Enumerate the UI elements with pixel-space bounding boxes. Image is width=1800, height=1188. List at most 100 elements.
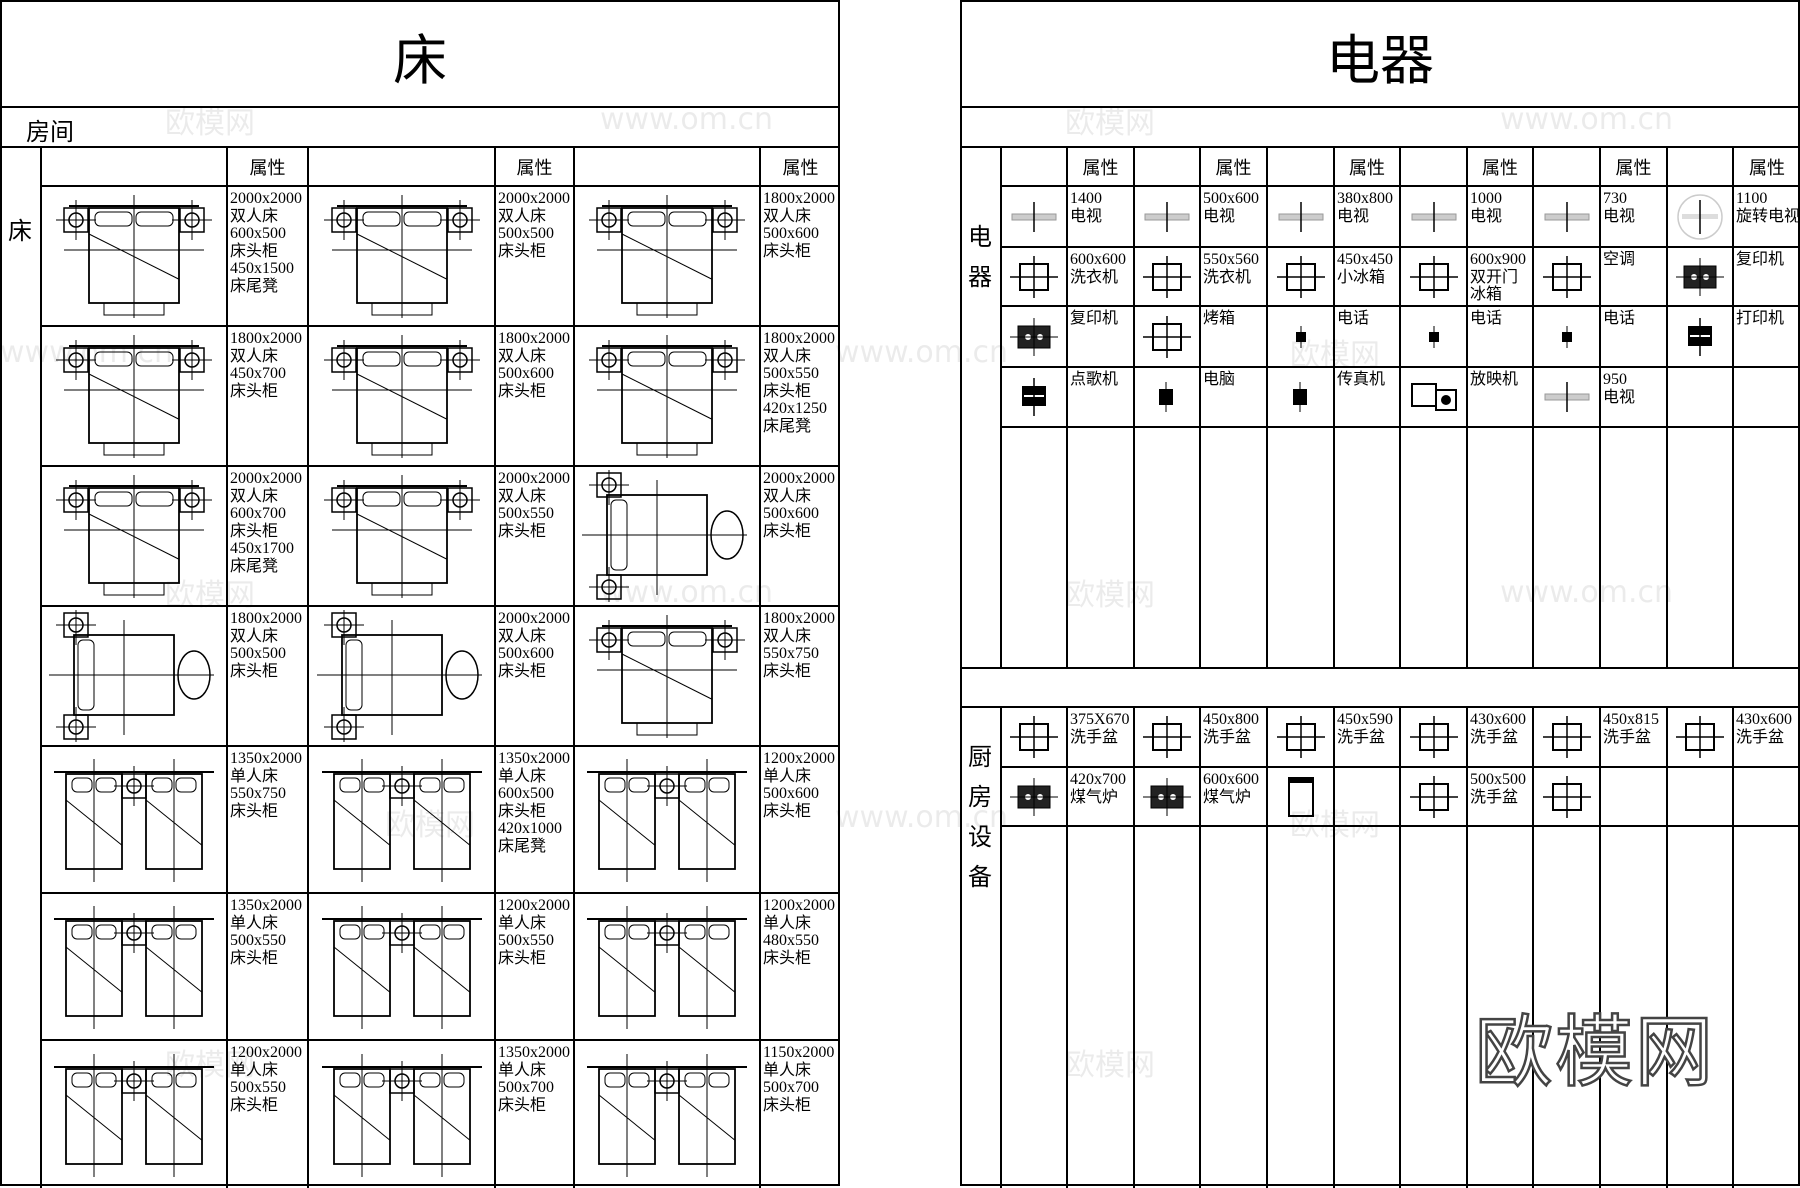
- attribute-line: 2000x2000: [763, 470, 835, 487]
- attr-header: 属性: [1482, 157, 1518, 178]
- copier-icon: [1010, 317, 1058, 356]
- attribute-line: 床头柜: [498, 1096, 547, 1114]
- grid-line: [1599, 146, 1601, 667]
- twin-bed-icon: [54, 1053, 214, 1177]
- appliances-icon-cell: [1401, 307, 1466, 366]
- attribute-line: 传真机: [1337, 371, 1386, 388]
- bed-icon-cell: [575, 327, 759, 465]
- attribute-line: 床头柜: [763, 662, 812, 680]
- attribute-line: 床头柜: [763, 522, 812, 540]
- attribute-line: 500x550: [498, 505, 554, 522]
- kitchen-icon-cell: [1135, 768, 1199, 825]
- attribute-line: 打印机: [1736, 310, 1785, 327]
- appliances-attributes: 电脑: [1201, 368, 1268, 426]
- grid-line: [226, 146, 228, 1188]
- tv-icon: [1544, 382, 1589, 412]
- bed-icon-cell: [42, 187, 226, 325]
- attribute-line: 电话: [1337, 310, 1370, 327]
- grid-line: [40, 185, 840, 187]
- computer-icon: [1159, 382, 1173, 412]
- grid-line: [1266, 706, 1268, 1188]
- bed-row-label: 床: [8, 219, 32, 245]
- attribute-line: 420x1250: [763, 400, 827, 417]
- attribute-line: 双人床: [230, 487, 279, 505]
- attribute-line: 600x700: [230, 505, 286, 522]
- attribute-line: 单人床: [498, 767, 547, 785]
- bed-icon-cell: [309, 1041, 494, 1188]
- attribute-line: 空调: [1603, 251, 1636, 268]
- attribute-line: 床头柜: [498, 802, 547, 820]
- attribute-line: 单人床: [230, 914, 279, 932]
- bed-icon-cell: [575, 187, 759, 325]
- attribute-line: 单人床: [230, 1061, 279, 1079]
- bed-icon-cell: [42, 607, 226, 745]
- grid-line: [1000, 766, 1800, 768]
- attribute-line: 双人床: [498, 487, 547, 505]
- attribute-line: 煤气炉: [1070, 788, 1119, 806]
- attribute-line: 600x900: [1470, 251, 1526, 268]
- twin-bed-icon: [587, 1053, 747, 1177]
- grid-line: [40, 1039, 840, 1041]
- attribute-line: 500x700: [763, 1079, 819, 1096]
- appliances-icon-cell: [1401, 248, 1466, 305]
- sink-icon: [1010, 716, 1058, 758]
- attribute-line: 500x600: [1203, 190, 1259, 207]
- attribute-line: 洗手盆: [1470, 728, 1519, 746]
- grid-line: [1399, 146, 1401, 667]
- attribute-line: 550x750: [230, 785, 286, 802]
- grid-line: [1000, 825, 1800, 827]
- mini-fridge-icon: [1276, 255, 1325, 298]
- bed-icon-cell: [309, 747, 494, 892]
- kitchen-section-label: 厨房设备: [968, 745, 992, 891]
- attribute-line: 1350x2000: [498, 750, 570, 767]
- attribute-line: 电视: [1070, 207, 1103, 225]
- appliances-icon-cell: [1002, 248, 1066, 305]
- grid-line: [1000, 426, 1800, 428]
- appliances-attributes: 打印机: [1734, 307, 1800, 366]
- twin-bed-icon: [587, 905, 747, 1029]
- attribute-line: 500x550: [230, 932, 286, 949]
- oven-icon: [1143, 315, 1191, 358]
- attribute-line: 600x500: [230, 225, 286, 242]
- kitchen-icon-cell: [1401, 708, 1466, 766]
- grid-line: [1066, 146, 1068, 667]
- attribute-line: 375X670: [1070, 711, 1130, 728]
- bed-icon-cell: [575, 747, 759, 892]
- attribute-line: 床头柜: [763, 802, 812, 820]
- sink-icon: [1143, 716, 1191, 758]
- grid-line: [1666, 146, 1668, 667]
- double-bed-icon: [589, 335, 745, 458]
- attribute-line: 450x1700: [230, 540, 294, 557]
- grid-line: [1333, 706, 1335, 1188]
- attribute-line: 2000x2000: [498, 470, 570, 487]
- attr-header: 属性: [1615, 157, 1652, 178]
- attribute-line: 550x560: [1203, 251, 1259, 268]
- grid-line: [1133, 706, 1135, 1188]
- attribute-line: 500x600: [763, 785, 819, 802]
- sink-icon: [1276, 716, 1325, 758]
- attribute-line: 500x600: [763, 505, 819, 522]
- twin-bed-icon: [321, 1053, 482, 1177]
- appliances-icon-cell: [1135, 368, 1199, 426]
- sink-icon: [1409, 716, 1458, 758]
- bed-icon-cell: [575, 894, 759, 1039]
- grid-line: [307, 146, 309, 1188]
- attribute-line: 床头柜: [763, 382, 812, 400]
- twin-bed-icon: [54, 905, 214, 1029]
- appliances-attributes: 传真机: [1335, 368, 1401, 426]
- appliances-icon-cell: [1401, 368, 1466, 426]
- appliance-section-label: 电器: [968, 225, 992, 291]
